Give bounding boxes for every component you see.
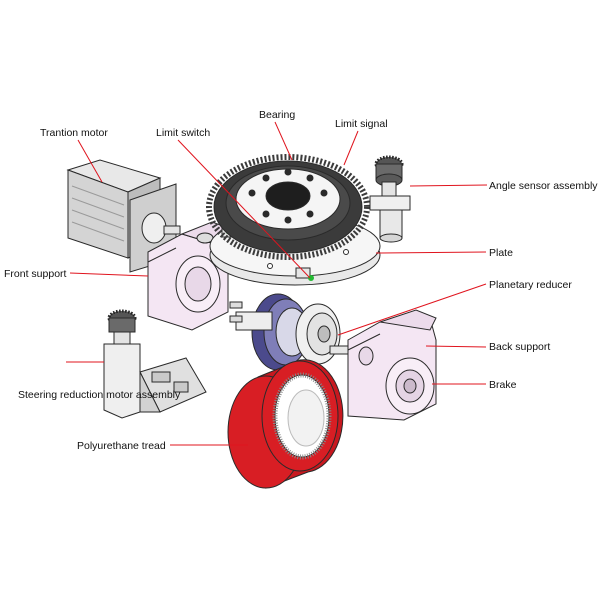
label-limit-signal: Limit signal [335, 118, 388, 130]
label-angle-sensor-assembly: Angle sensor assembly [489, 180, 598, 192]
label-trantion-motor: Trantion motor [40, 127, 108, 139]
front-support [147, 221, 241, 331]
label-bearing: Bearing [259, 109, 295, 121]
leader-bearing [274, 121, 293, 161]
leader-lines [66, 121, 488, 446]
angle-sensor-assembly [369, 155, 411, 243]
leader-plate [375, 251, 487, 254]
label-brake: Brake [489, 379, 517, 391]
label-back-support: Back support [489, 341, 550, 353]
brake [385, 357, 435, 415]
label-steering-reduction-motor-assembly: Steering reduction motor assembly [18, 389, 181, 401]
leader-back-support [425, 345, 487, 348]
leader-planetary-reducer [337, 283, 487, 336]
leader-trantion-motor [77, 139, 103, 183]
bearing [206, 154, 370, 260]
label-polyurethane-tread: Polyurethane tread [77, 440, 166, 452]
label-planetary-reducer: Planetary reducer [489, 279, 572, 291]
label-plate: Plate [489, 247, 513, 259]
polyurethane-tread [227, 359, 344, 489]
leader-angle-sensor [409, 184, 488, 187]
labels: Trantion motor Limit switch Bearing Limi… [4, 109, 598, 452]
leader-front-support [69, 272, 149, 277]
steering-reduction-motor-assembly [103, 309, 207, 419]
limit-signal-sensor [295, 267, 314, 281]
leader-limit-signal [343, 130, 359, 166]
label-limit-switch: Limit switch [156, 127, 210, 139]
label-front-support: Front support [4, 268, 67, 280]
planetary-reducer [295, 303, 361, 365]
leader-limit-switch [177, 139, 311, 279]
